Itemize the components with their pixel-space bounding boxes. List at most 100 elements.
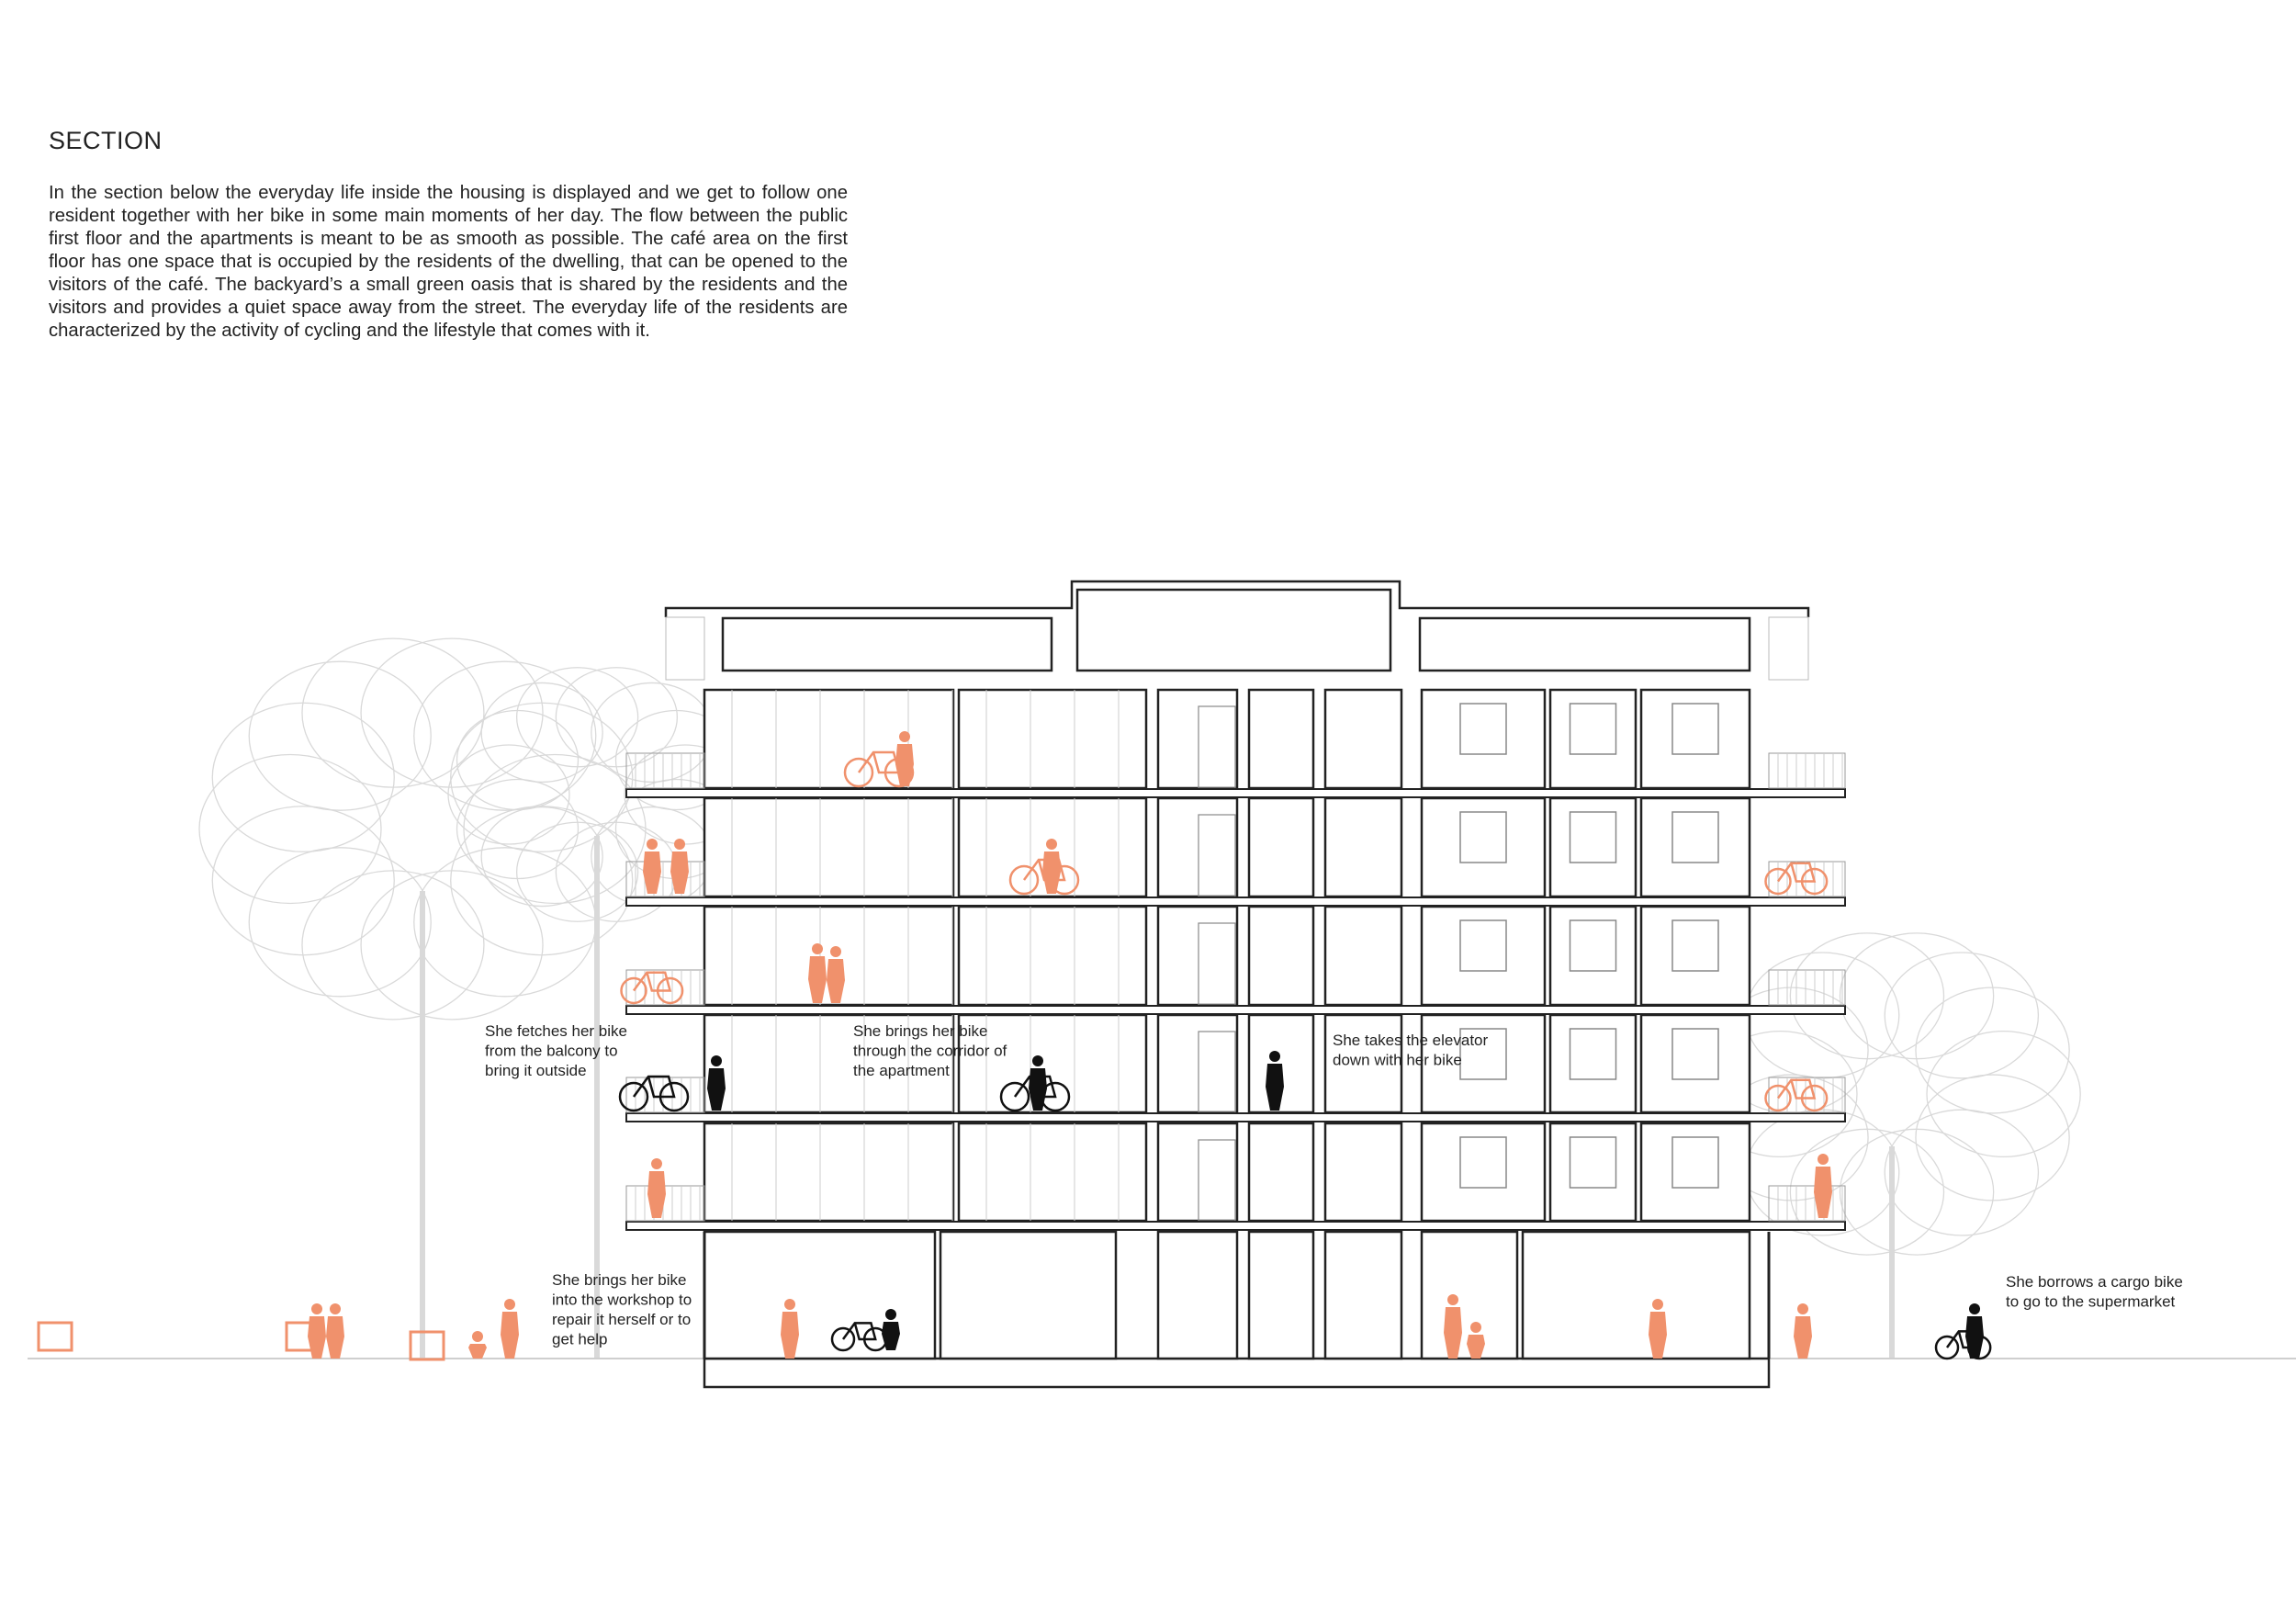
- person: [1794, 1303, 1812, 1359]
- parapet-left: [665, 616, 705, 681]
- floor-slab: [625, 897, 1846, 907]
- person-head: [784, 1299, 795, 1310]
- person-head: [1269, 1051, 1280, 1062]
- bike-frame: [841, 1322, 877, 1341]
- attic-room: [721, 616, 1053, 672]
- railing: [625, 752, 705, 789]
- bike-frame: [1022, 858, 1066, 882]
- person-body: [670, 851, 689, 894]
- bicycle-orange: [1764, 862, 1829, 896]
- room: [1639, 905, 1751, 1007]
- window: [1569, 703, 1617, 755]
- ground-floor-room: [1420, 1230, 1519, 1360]
- room: [1247, 1122, 1315, 1223]
- sidewalk-sign: [37, 1321, 73, 1352]
- railing: [625, 1185, 705, 1222]
- balcony-railing: [1768, 1185, 1846, 1222]
- person-body: [1042, 851, 1061, 894]
- person-body: [1814, 1167, 1832, 1218]
- person: [501, 1299, 519, 1359]
- person-head: [812, 943, 823, 954]
- person: [308, 1303, 326, 1359]
- annotation-elevator: She takes the elevator down with her bik…: [1333, 1032, 1492, 1069]
- room: [1156, 905, 1239, 1007]
- room: [1548, 905, 1638, 1007]
- foundation: [703, 1357, 1771, 1389]
- person: [1467, 1322, 1485, 1359]
- person-body: [1444, 1307, 1462, 1359]
- person: [468, 1331, 487, 1359]
- resident-figure: [1029, 1055, 1047, 1111]
- room: [1323, 1013, 1403, 1114]
- tree-foliage: [413, 660, 597, 811]
- window: [1671, 1136, 1719, 1189]
- annotation-corridor: She brings her bike through the corridor…: [853, 1022, 1011, 1079]
- annotation-balcony: She fetches her bike from the balcony to…: [485, 1022, 632, 1079]
- intro-paragraph: In the section below the everyday life i…: [49, 183, 848, 341]
- person: [326, 1303, 344, 1359]
- person: [808, 943, 827, 1003]
- room: [1156, 688, 1239, 790]
- room: [1420, 796, 1547, 898]
- person-body: [781, 1312, 799, 1359]
- person-body: [1649, 1312, 1667, 1359]
- bike-wheel: [618, 1081, 649, 1112]
- person: [781, 1299, 799, 1359]
- floor-slab: [625, 1112, 1846, 1122]
- bike-frame: [1776, 862, 1817, 883]
- person-body: [1266, 1064, 1284, 1111]
- room: [1548, 1122, 1638, 1223]
- tree-foliage: [1884, 952, 2040, 1079]
- room: [1247, 688, 1315, 790]
- bike-frame: [632, 1075, 676, 1099]
- window: [1459, 703, 1507, 755]
- person-body: [808, 956, 827, 1003]
- person-head: [311, 1303, 322, 1314]
- window: [1671, 1028, 1719, 1080]
- room: [957, 1122, 1148, 1223]
- tree-foliage: [447, 744, 570, 845]
- person-body: [647, 1171, 666, 1218]
- floor-slab: [625, 1221, 1846, 1231]
- person: [1042, 839, 1061, 894]
- ground-floor-room: [1247, 1230, 1315, 1360]
- tree-foliage: [1884, 1109, 2040, 1236]
- person: [1444, 1294, 1462, 1359]
- tree-foliage: [463, 753, 647, 905]
- balcony-railing: [1768, 969, 1846, 1006]
- railing: [1768, 969, 1846, 1006]
- room: [1639, 688, 1751, 790]
- window: [1671, 919, 1719, 972]
- room: [703, 1122, 955, 1223]
- ground-floor-room: [1156, 1230, 1239, 1360]
- person-body: [468, 1344, 487, 1359]
- person: [643, 839, 661, 894]
- tree-foliage: [413, 847, 597, 998]
- room: [1420, 688, 1547, 790]
- tree-foliage: [450, 702, 634, 852]
- window: [1671, 703, 1719, 755]
- tree-foliage: [1915, 987, 2070, 1114]
- tree-foliage: [480, 806, 603, 908]
- person-body: [827, 959, 845, 1003]
- room: [1639, 1013, 1751, 1114]
- window: [1569, 1028, 1617, 1080]
- railing: [1768, 1077, 1846, 1113]
- person-head: [711, 1055, 722, 1066]
- person-body: [501, 1312, 519, 1359]
- room: [957, 905, 1148, 1007]
- person-head: [1470, 1322, 1481, 1333]
- bike-wheel: [1764, 867, 1792, 896]
- building-section: [28, 580, 2296, 1389]
- room: [1247, 1013, 1315, 1114]
- room: [1323, 688, 1403, 790]
- window: [1459, 1136, 1507, 1189]
- room: [1247, 796, 1315, 898]
- ground-floor-room: [1323, 1230, 1403, 1360]
- sidewalk-sign: [285, 1321, 321, 1352]
- room: [1323, 796, 1403, 898]
- ground-floor-room: [703, 1230, 937, 1360]
- person-head: [472, 1331, 483, 1342]
- bike-wheel: [1008, 864, 1040, 896]
